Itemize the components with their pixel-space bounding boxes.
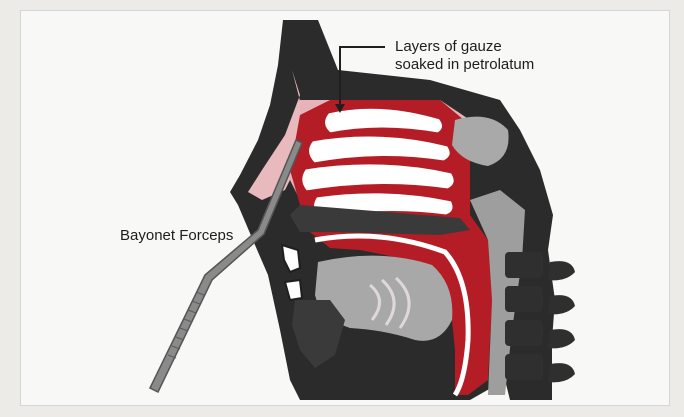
forceps-label: Bayonet Forceps (120, 227, 233, 245)
gauze-label: Layers of gauze soaked in petrolatum (395, 38, 534, 74)
gauze-label-line1: Layers of gauze (395, 38, 534, 56)
gauze-label-line2: soaked in petrolatum (395, 56, 534, 74)
